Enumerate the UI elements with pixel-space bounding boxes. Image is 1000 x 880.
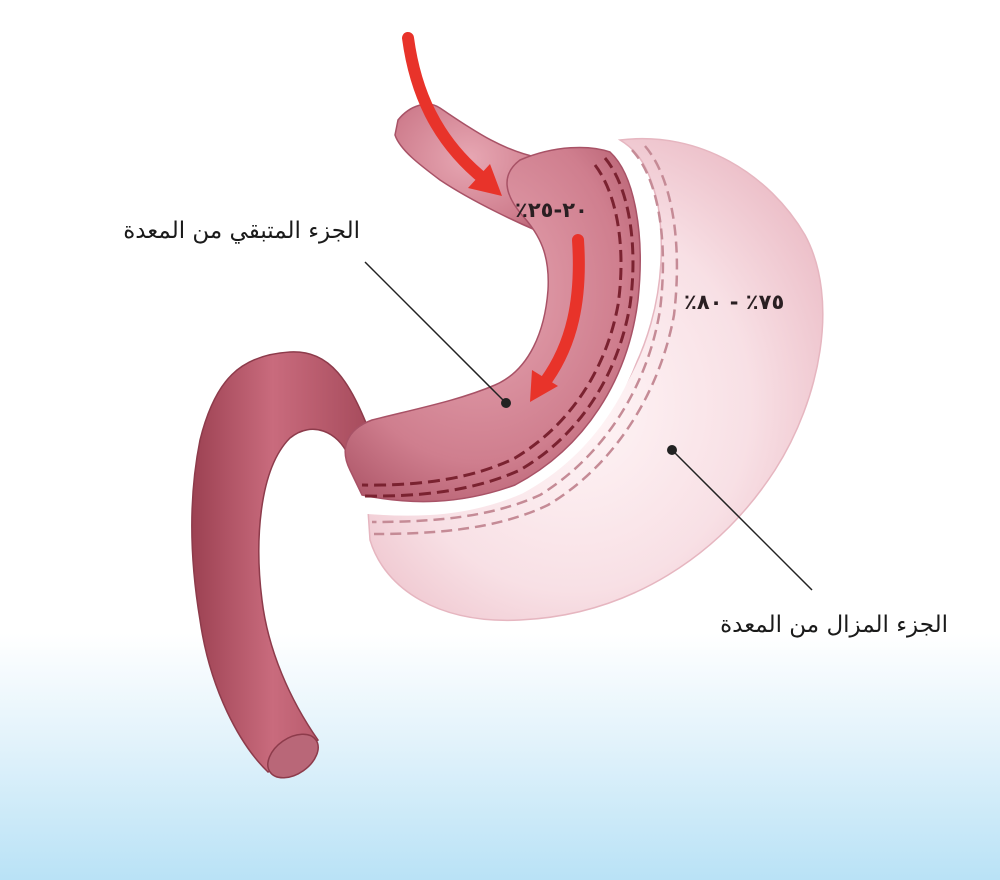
- remaining-percentage: ٢٠-٢٥٪: [515, 198, 588, 222]
- staple-line-outer: [361, 157, 635, 498]
- leader-line-removed: [671, 449, 813, 591]
- remaining-part-label: الجزء المتبقي من المعدة: [123, 218, 360, 244]
- removed-staple-line-1: [371, 149, 665, 524]
- leader-dot-removed: [667, 445, 677, 455]
- staple-line-inner: [361, 164, 623, 487]
- flow-arrow-lower-head: [530, 370, 558, 402]
- sleeve-stomach: [344, 146, 641, 503]
- duodenum: [191, 351, 373, 773]
- duodenum-opening: [267, 733, 319, 779]
- leader-dot-remaining: [501, 398, 511, 408]
- removed-part-label: الجزء المزال من المعدة: [720, 612, 948, 638]
- flow-arrow-upper-head: [468, 164, 502, 196]
- removed-staple-line-2: [373, 145, 679, 536]
- leader-line-remaining: [364, 261, 507, 404]
- flow-arrow-lower: [539, 234, 585, 388]
- flow-arrow-upper: [402, 32, 491, 186]
- cut-line: [362, 144, 653, 516]
- removed-percentage: ٧٥٪ - ٨٠٪: [684, 290, 785, 314]
